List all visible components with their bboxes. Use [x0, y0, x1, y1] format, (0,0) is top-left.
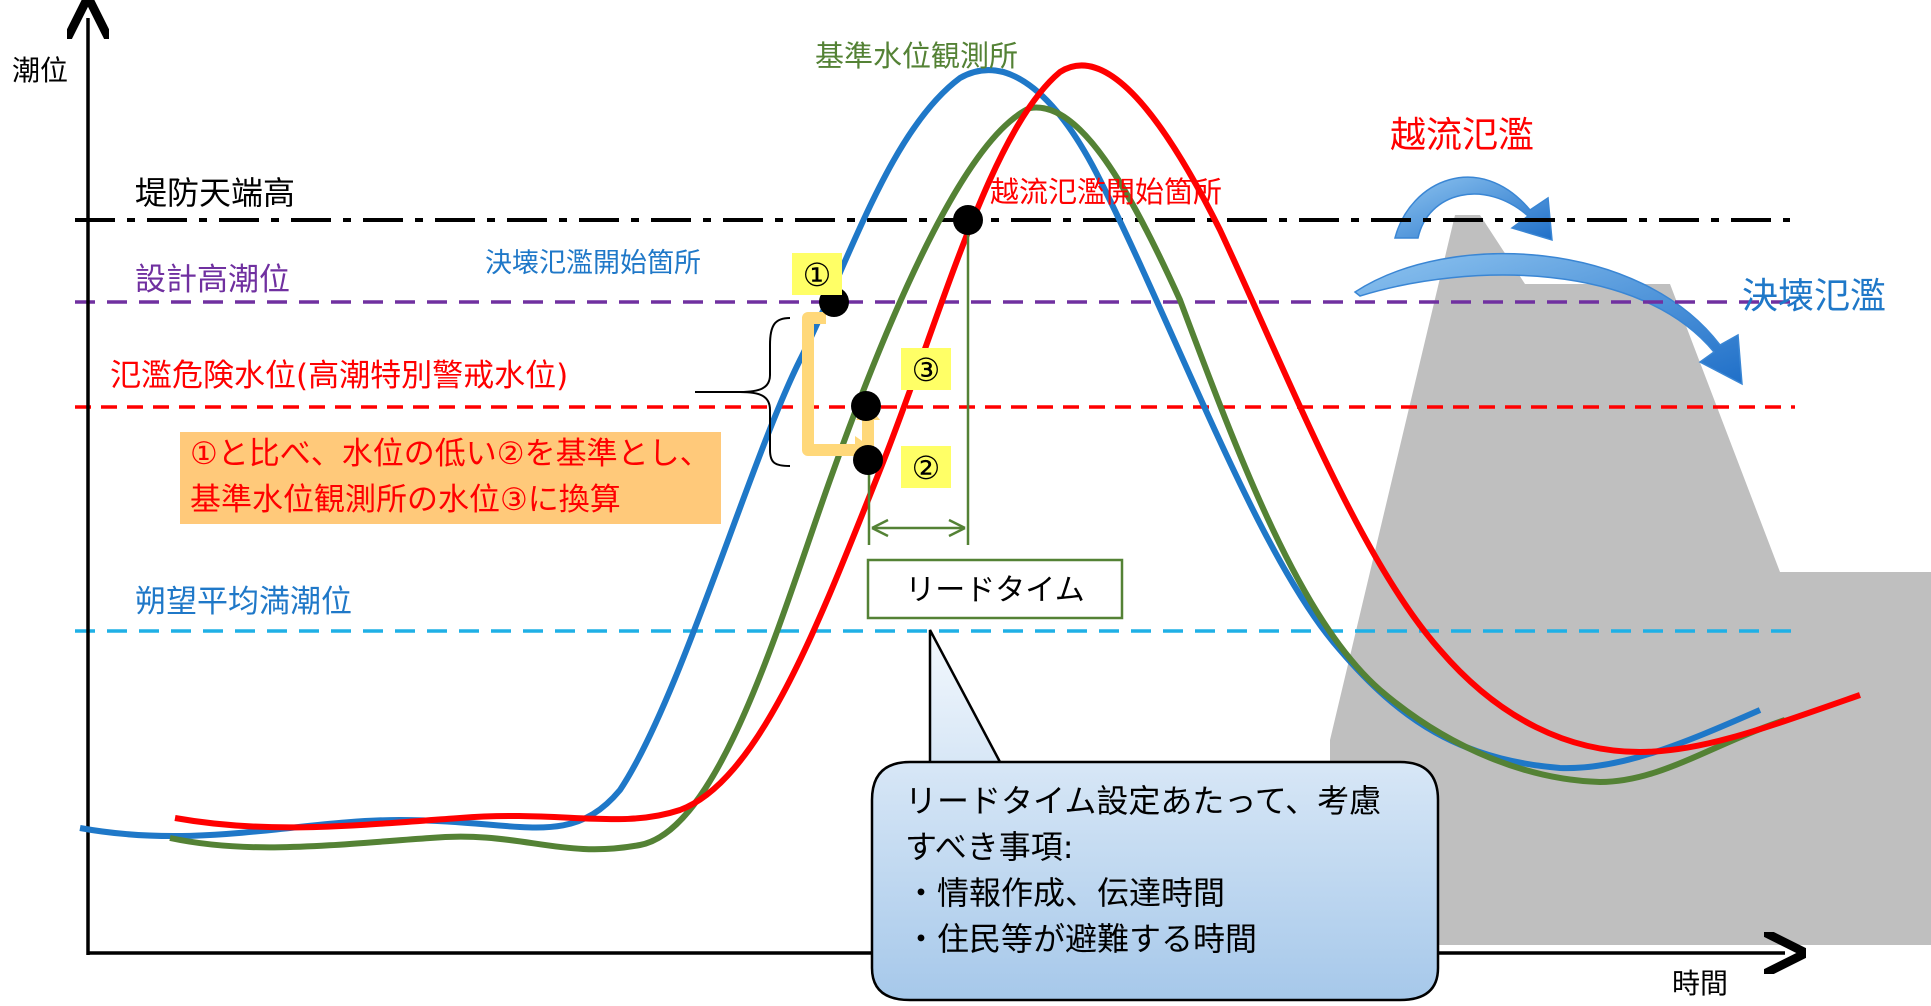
reference-station-label: 基準水位観測所	[815, 39, 1018, 73]
callout-line-1: リードタイム設定あたって、考慮	[905, 782, 1382, 820]
design-tide-label: 設計高潮位	[135, 262, 290, 298]
marker-1: ①	[803, 256, 832, 294]
overflow-start-point	[953, 205, 983, 235]
lead-time-arrow-head-left	[871, 518, 889, 538]
green-tide-curve	[169, 104, 1786, 853]
x-axis-label: 時間	[1672, 967, 1728, 1000]
lead-time-arrow-head-right	[948, 518, 966, 538]
conversion-note: ①と比べ、水位の低い②を基準とし、 基準水位観測所の水位③に換算	[180, 432, 721, 524]
callout-line-3: ・情報作成、伝達時間	[905, 874, 1226, 912]
callout-bubble	[870, 629, 1440, 1002]
flood-danger-label: 氾濫危険水位(高潮特別警戒水位)	[110, 358, 568, 394]
marker-3-bg	[901, 348, 951, 390]
callout-line-2: すべき事項:	[905, 828, 1074, 866]
overflow-flood-label: 越流氾濫	[1390, 115, 1534, 156]
point-2	[853, 445, 883, 475]
breach-flood-label: 決壊氾濫	[1742, 276, 1886, 317]
lead-time-box	[866, 558, 1124, 620]
conversion-note-line-1: ①と比べ、水位の低い②を基準とし、	[190, 436, 711, 472]
point-3	[851, 391, 881, 421]
y-axis-label: 潮位	[12, 54, 68, 87]
callout-line-4: ・住民等が避難する時間	[905, 920, 1258, 958]
lead-time-label: リードタイム	[905, 573, 1084, 608]
breach-arrow-icon	[1353, 253, 1743, 386]
red-tide-curve	[174, 62, 1861, 831]
levee-crown-label: 堤防天端高	[135, 174, 295, 212]
marker-2: ②	[912, 449, 941, 487]
callout-text: リードタイム設定あたって、考慮 すべき事項: ・情報作成、伝達時間 ・住民等が避…	[905, 778, 1381, 962]
marker-2-bg	[901, 446, 951, 488]
conversion-arrow	[802, 312, 858, 456]
mean-high-tide-label: 朔望平均満潮位	[135, 584, 352, 620]
marker-1-bg	[792, 253, 842, 295]
overflow-start-label: 越流氾濫開始箇所	[990, 175, 1222, 209]
levee-shape	[1330, 215, 1931, 945]
conversion-note-line-2: 基準水位観測所の水位③に換算	[190, 482, 621, 518]
breach-start-label: 決壊氾濫開始箇所	[485, 248, 701, 279]
marker-3: ③	[912, 351, 941, 389]
